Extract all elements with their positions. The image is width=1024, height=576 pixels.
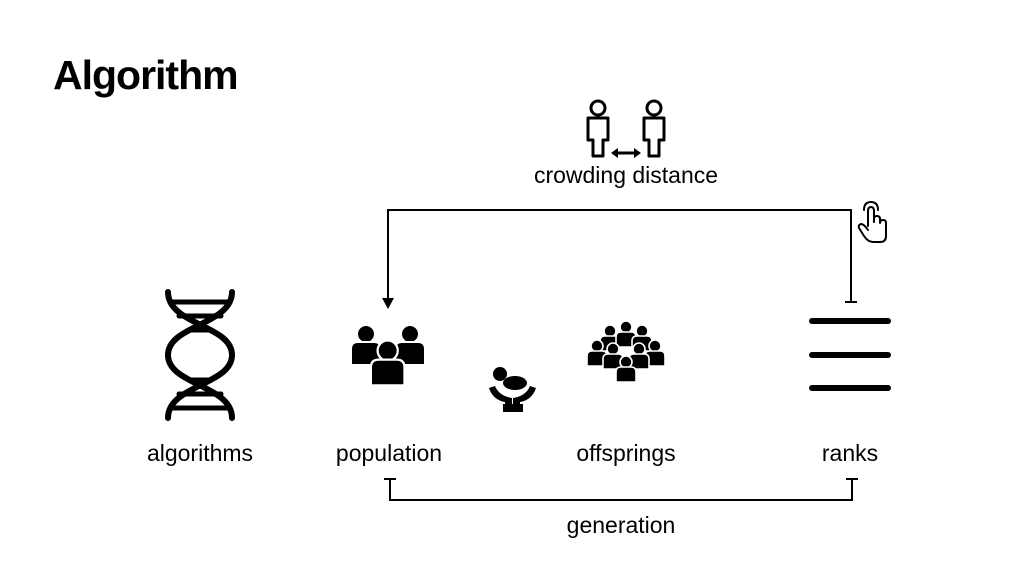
dna-icon: [164, 289, 236, 421]
generation-bracket: [384, 478, 858, 501]
distance-arrow-left: [611, 148, 618, 158]
population-label: population: [335, 440, 443, 466]
slide-title: Algorithm: [53, 52, 239, 98]
ranks-label: ranks: [821, 440, 879, 466]
baby-in-hands-icon: [489, 367, 536, 412]
offsprings-label: offsprings: [576, 440, 676, 466]
two-persons-distance-icon: [586, 99, 666, 158]
generation-label: generation: [566, 512, 676, 538]
crowd-icon: [586, 320, 666, 383]
loop-arrowhead: [382, 298, 394, 309]
crowding-loop-arrow: [387, 209, 857, 303]
people-group-icon: [350, 324, 426, 387]
three-lines-icon: [809, 318, 891, 391]
crowding-distance-label: crowding distance: [533, 162, 719, 188]
pointing-hand-icon: [857, 201, 887, 243]
distance-arrow-right: [634, 148, 641, 158]
algorithms-label: algorithms: [146, 440, 254, 466]
